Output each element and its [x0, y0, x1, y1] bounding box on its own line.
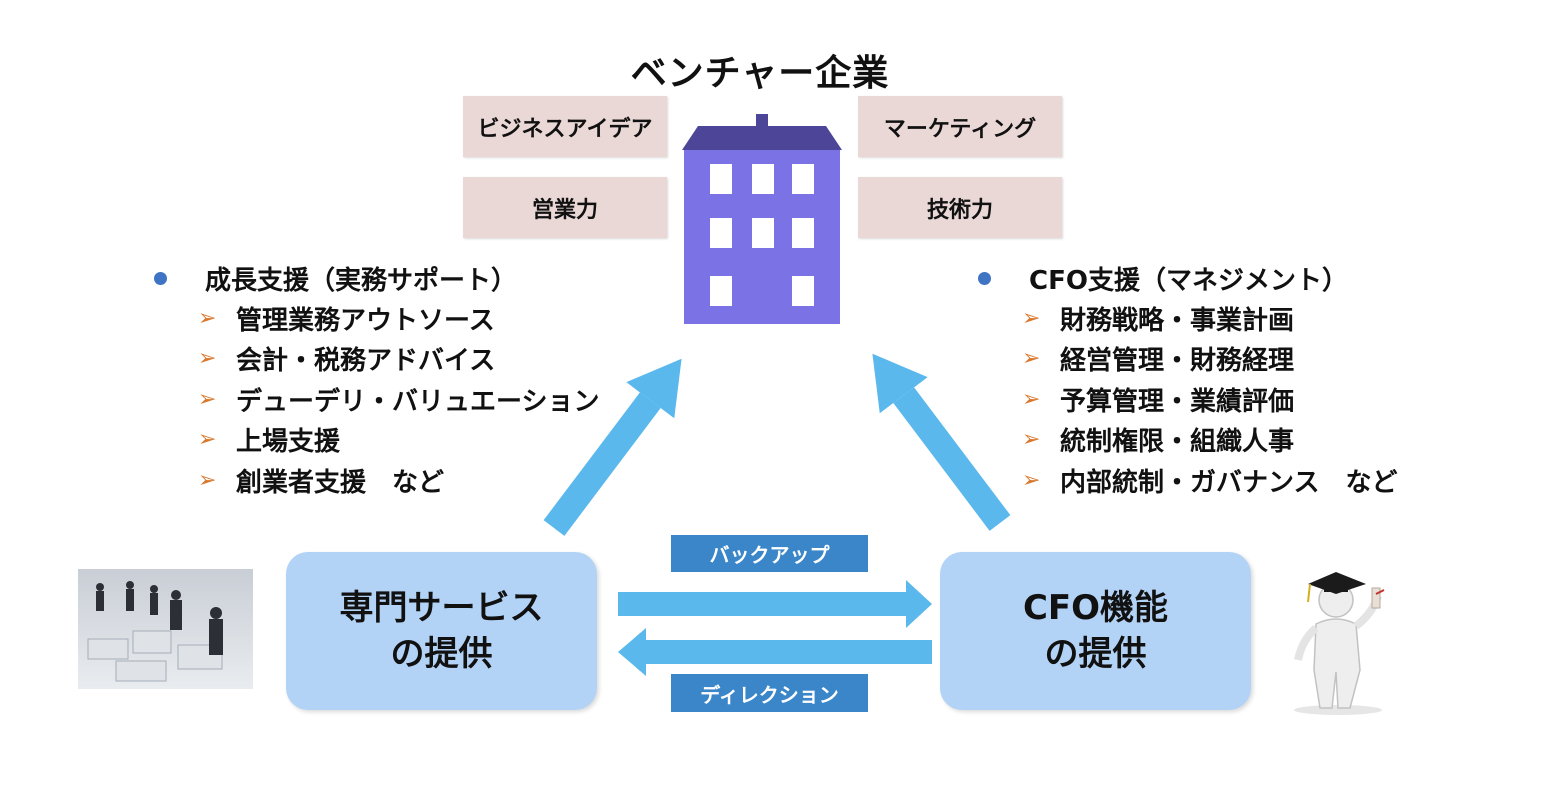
- list-item: ➢上場支援: [198, 427, 341, 458]
- list-item: ➢予算管理・業績評価: [1022, 386, 1295, 417]
- list-item: ➢内部統制・ガバナンス など: [1022, 467, 1398, 498]
- chevron-right-icon: ➢: [198, 346, 217, 372]
- list-item: ➢創業者支援 など: [198, 467, 445, 498]
- diagram-title: ベンチャー企業: [630, 53, 890, 94]
- up-arrow-right-icon: [872, 353, 1011, 531]
- chevron-right-icon: ➢: [198, 305, 217, 331]
- chevron-right-icon: ➢: [1022, 386, 1041, 412]
- box-sales: 営業力: [463, 177, 667, 238]
- chevron-right-icon: ➢: [198, 386, 217, 412]
- list-item: ➢経営管理・財務経理: [1022, 346, 1295, 377]
- left-list-heading: 成長支援（実務サポート）: [154, 258, 599, 298]
- office-building-icon: [682, 114, 842, 324]
- specialist-service-box: 専門サービス の提供: [286, 552, 597, 710]
- right-arrow-icon: [618, 580, 932, 628]
- list-item: ➢デューデリ・バリュエーション: [198, 386, 600, 417]
- chevron-right-icon: ➢: [1022, 346, 1041, 372]
- bullet-icon: [978, 271, 991, 285]
- graduate-figure-icon: [1280, 560, 1402, 716]
- direction-label: ディレクション: [671, 674, 868, 712]
- left-arrow-icon: [618, 628, 932, 676]
- list-item: ➢財務戦略・事業計画: [1022, 305, 1295, 336]
- list-item: ➢会計・税務アドバイス: [198, 346, 496, 377]
- box-business-idea: ビジネスアイデア: [463, 96, 667, 157]
- right-list-heading: CFO支援（マネジメント）: [978, 258, 1397, 298]
- bullet-icon: [154, 271, 167, 285]
- list-item: ➢統制権限・組織人事: [1022, 427, 1295, 458]
- cfo-function-box: CFO機能 の提供: [940, 552, 1251, 710]
- chevron-right-icon: ➢: [1022, 427, 1041, 453]
- box-technology: 技術力: [858, 177, 1062, 238]
- chevron-right-icon: ➢: [198, 467, 217, 493]
- list-item: ➢管理業務アウトソース: [198, 305, 495, 336]
- right-support-list: CFO支援（マネジメント） ➢財務戦略・事業計画 ➢経営管理・財務経理 ➢予算管…: [978, 258, 1397, 501]
- left-support-list: 成長支援（実務サポート） ➢管理業務アウトソース ➢会計・税務アドバイス ➢デュ…: [154, 258, 599, 501]
- up-arrow-left-icon: [543, 358, 682, 536]
- chevron-right-icon: ➢: [1022, 467, 1041, 493]
- box-marketing: マーケティング: [858, 96, 1062, 157]
- backup-label: バックアップ: [671, 535, 868, 572]
- chevron-right-icon: ➢: [198, 427, 217, 453]
- business-people-photo: [78, 569, 253, 689]
- chevron-right-icon: ➢: [1022, 305, 1041, 331]
